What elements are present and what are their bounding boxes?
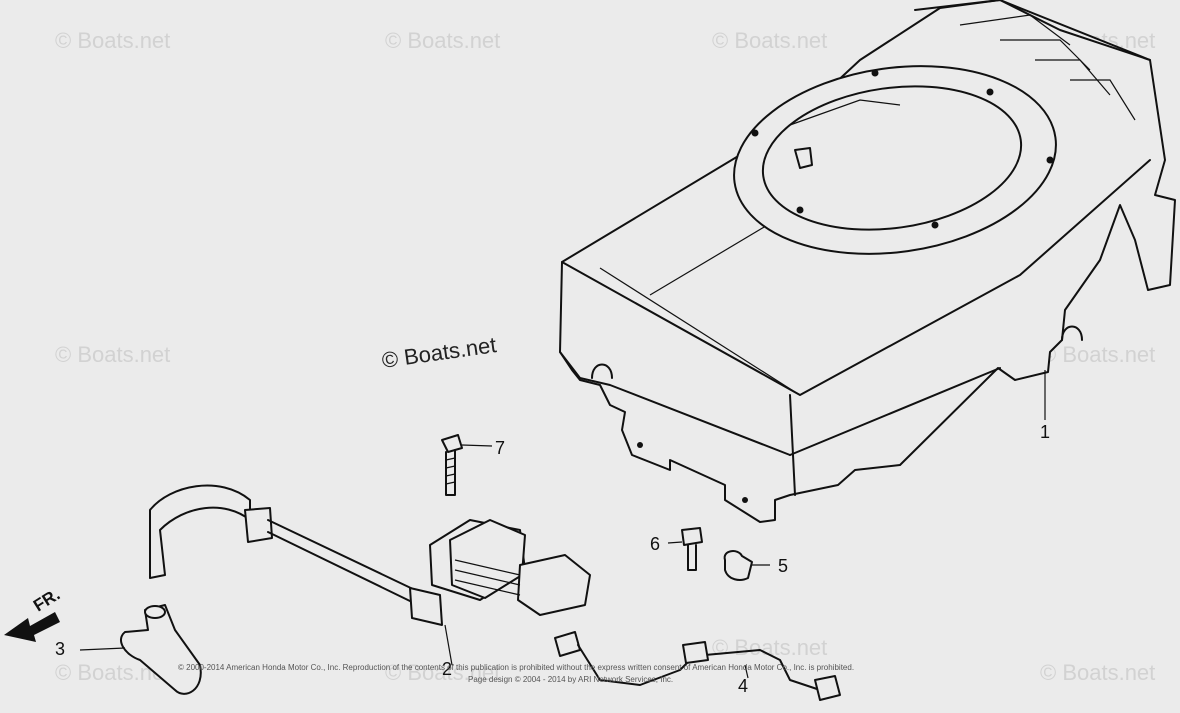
callout-1[interactable]: 1: [1040, 422, 1050, 442]
front-arrow-icon: [4, 612, 60, 642]
watermark: © Boats.net: [385, 28, 500, 53]
watermark: © Boats.net: [712, 635, 827, 660]
screw-hole: [796, 206, 804, 214]
front-direction-indicator: FR.: [4, 585, 63, 642]
screw-hole: [986, 88, 994, 96]
ignition-coil-2[interactable]: [149, 484, 591, 666]
copyright-line: Page design © 2004 - 2014 by ARI Network…: [468, 675, 673, 684]
screw-hole: [871, 69, 879, 77]
callout-7[interactable]: 7: [495, 438, 505, 458]
stop-switch-wire-4[interactable]: [554, 631, 841, 701]
watermark: © Boats.net: [1040, 660, 1155, 685]
watermark: © Boats.net: [55, 28, 170, 53]
screw-hole: [1046, 156, 1054, 164]
screw-hole: [931, 221, 939, 229]
copyright-line: © 2000-2014 American Honda Motor Co., In…: [178, 663, 854, 672]
callout-3[interactable]: 3: [55, 639, 65, 659]
wire-clip-5[interactable]: [723, 550, 770, 581]
flange-bolt-6[interactable]: [667, 527, 703, 571]
watermark: © Boats.net: [55, 342, 170, 367]
watermark: © Boats.net: [712, 28, 827, 53]
flange-bolt-7[interactable]: [441, 434, 493, 496]
callout-6[interactable]: 6: [650, 534, 660, 554]
fan-cover-shroud[interactable]: [559, 0, 1176, 523]
callout-2[interactable]: 2: [442, 659, 452, 679]
screw-hole: [751, 129, 759, 137]
watermark: © Boats.net: [1040, 342, 1155, 367]
main-watermark: © Boats.net: [380, 332, 498, 373]
front-label: FR.: [30, 585, 63, 616]
callout-5[interactable]: 5: [778, 556, 788, 576]
watermark: © Boats.net: [385, 660, 500, 685]
callout-4[interactable]: 4: [738, 676, 748, 696]
spark-plug-cap-3[interactable]: [79, 604, 202, 695]
